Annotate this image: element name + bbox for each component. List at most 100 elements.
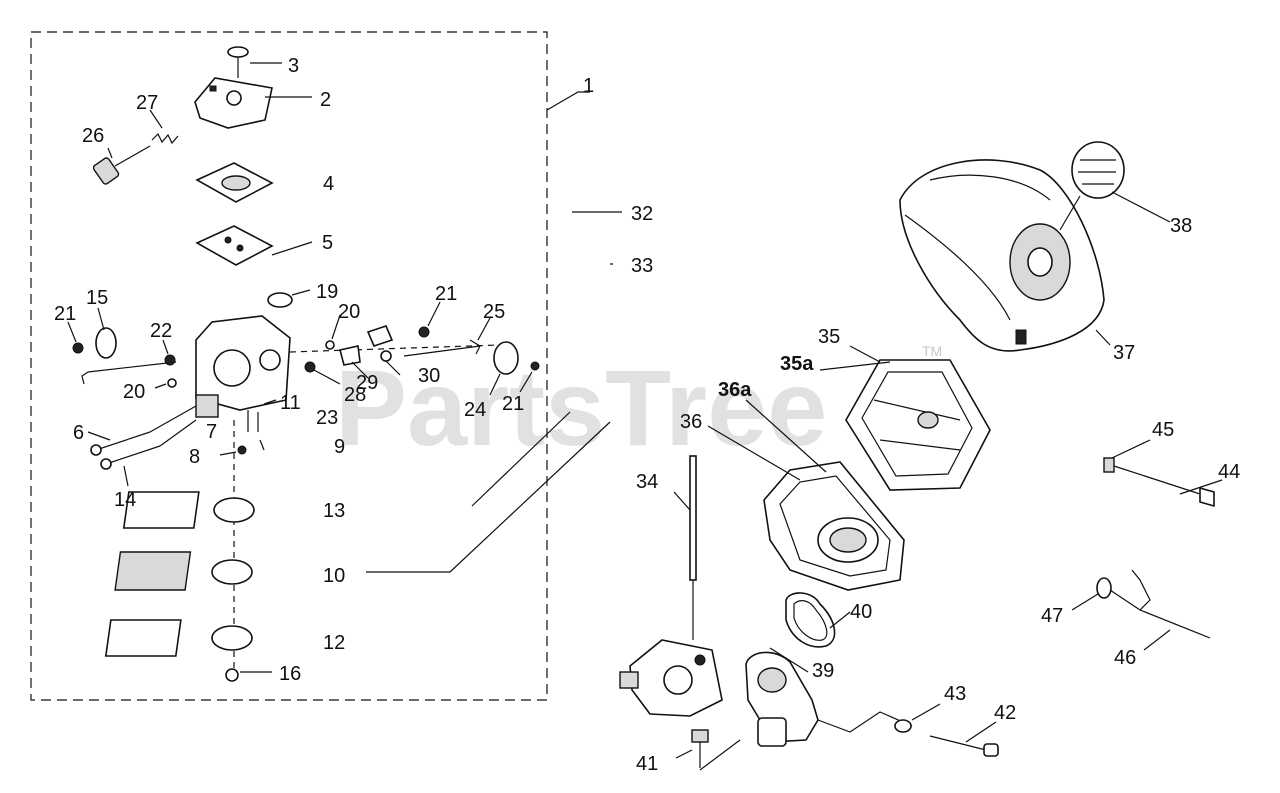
part-14-needle (100, 445, 161, 470)
callout-9: 9 (334, 436, 345, 458)
callout-38: 38 (1170, 215, 1192, 237)
callout-26: 26 (82, 125, 104, 147)
callout-20-left: 20 (123, 381, 145, 403)
part-42-bolt (929, 735, 999, 757)
callout-labels: 1 2 3 4 5 6 7 8 9 10 11 12 13 14 15 16 1… (54, 55, 1240, 775)
part-36-filter-base (763, 461, 905, 591)
part-30-washer (380, 350, 392, 362)
part-15-throttle-plate (95, 327, 117, 359)
callout-36a: 36a (718, 379, 752, 401)
callout-19: 19 (316, 281, 338, 303)
part-28-spring (304, 361, 316, 373)
part-38-knob (1071, 141, 1125, 199)
leader-1 (546, 91, 590, 111)
callout-8: 8 (189, 446, 200, 468)
callout-39: 39 (812, 660, 834, 682)
callout-45: 45 (1152, 419, 1174, 441)
callout-46: 46 (1114, 647, 1136, 669)
callout-4: 4 (323, 173, 334, 195)
callout-20-right: 20 (338, 301, 360, 323)
callout-21-top: 21 (435, 283, 457, 305)
callout-32: 32 (631, 203, 653, 225)
callout-13: 13 (323, 500, 345, 522)
callout-1: 1 (583, 75, 594, 97)
callout-41: 41 (636, 753, 658, 775)
callout-43: 43 (944, 683, 966, 705)
part-40-gasket-ring (785, 592, 836, 648)
part-4-gasket (195, 162, 274, 203)
callout-22: 22 (150, 320, 172, 342)
callout-12: 12 (323, 632, 345, 654)
part-body-carburetor (195, 292, 293, 418)
part-37-filter-cover (899, 159, 1105, 352)
callout-42: 42 (994, 702, 1016, 724)
part-6-needle (90, 431, 151, 456)
part-5-diaphragm (195, 225, 274, 266)
leader-9 (471, 411, 571, 507)
callout-11: 11 (280, 392, 301, 414)
callout-10: 10 (323, 565, 345, 587)
callout-6: 6 (73, 422, 84, 444)
callout-44: 44 (1218, 461, 1240, 483)
callout-2: 2 (320, 89, 331, 111)
callout-35: 35 (818, 326, 840, 348)
callout-21-right: 21 (502, 393, 524, 415)
carburetor-kit-boundary (30, 31, 548, 701)
part-43-washer (894, 719, 912, 733)
callout-3: 3 (288, 55, 299, 77)
part-3-screw (227, 46, 249, 78)
part-29-lever (339, 345, 361, 366)
callout-15: 15 (86, 287, 108, 309)
shaft-right (403, 339, 481, 357)
part-pump-diaphragm (114, 551, 253, 591)
part-20-washer-right (325, 340, 335, 350)
part-44-rod (1113, 465, 1215, 508)
shaft-left (81, 361, 177, 385)
part-21-clip-left (72, 342, 84, 354)
part-22-spring (164, 354, 176, 366)
part-46-rod (1109, 569, 1211, 639)
callout-24: 24 (464, 399, 486, 421)
part-27-spring (151, 132, 179, 145)
callout-36: 36 (680, 411, 702, 433)
watermark: PartsTree TM (335, 343, 942, 468)
part-47-bushing (1096, 577, 1112, 599)
callout-21-left: 21 (54, 303, 76, 325)
watermark-trademark: TM (922, 343, 942, 359)
part-2-cover (194, 77, 273, 129)
part-12-gasket (104, 619, 253, 657)
air-filter-assembly (619, 141, 1223, 771)
callout-47: 47 (1041, 605, 1063, 627)
callout-23: 23 (316, 407, 338, 429)
part-16-screw (225, 668, 239, 682)
callout-29: 29 (356, 372, 378, 394)
part-26-screw (92, 145, 151, 185)
callout-40: 40 (850, 601, 872, 623)
callout-28: 28 (344, 384, 366, 406)
part-35-filter (845, 359, 991, 491)
callout-34: 34 (636, 471, 658, 493)
part-21-clip-top (418, 326, 430, 338)
callout-5: 5 (322, 232, 333, 254)
callout-7: 7 (206, 421, 217, 443)
leader-10 (366, 421, 611, 573)
part-20-washer-left (167, 378, 177, 388)
part-24-throttle-plate (493, 341, 519, 375)
callout-25: 25 (483, 301, 505, 323)
callout-27: 27 (136, 92, 158, 114)
part-45-grommet (1103, 457, 1115, 473)
part-34-tube (689, 455, 697, 581)
callout-16: 16 (279, 663, 301, 685)
carburetor-exploded-view (67, 46, 622, 682)
part-39-adapter (745, 651, 819, 747)
callout-30: 30 (418, 365, 440, 387)
lever-bracket (366, 325, 394, 347)
part-8-screw (237, 445, 247, 455)
part-13-gasket (122, 491, 255, 529)
callout-37: 37 (1113, 342, 1135, 364)
carburetor-assembled (619, 639, 723, 717)
bolt-line (817, 711, 913, 733)
callout-33: 33 (631, 255, 653, 277)
callout-35a: 35a (780, 353, 814, 375)
